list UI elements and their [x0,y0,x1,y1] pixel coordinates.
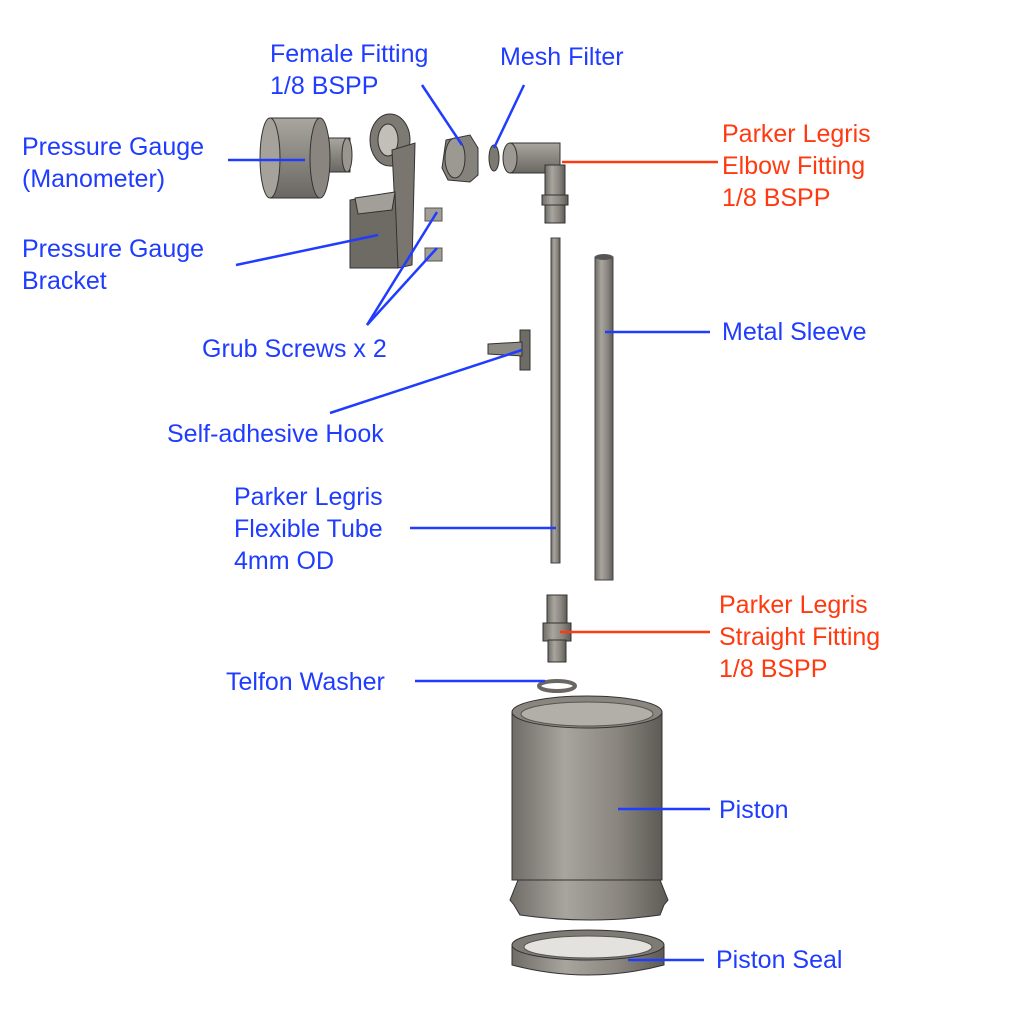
straight-fitting-part [542,594,572,663]
leader-lines [228,84,710,962]
label-pressure-gauge: Pressure Gauge (Manometer) [22,131,204,195]
label-line: Bracket [22,267,107,295]
label-line: Telfon Washer [226,668,385,696]
label-line: Parker Legris [719,591,868,619]
flexible-tube-part [550,237,561,564]
leader-hook [329,348,523,415]
label-line: Pressure Gauge [22,235,205,263]
label-straight-fitting: Parker Legris Straight Fitting 1/8 BSPP [719,589,880,685]
label-washer: Telfon Washer [226,666,385,698]
metal-sleeve-part [594,254,614,581]
washer-part [537,679,577,693]
label-line: Pressure Gauge [22,133,205,161]
label-line: 4mm OD [234,547,334,575]
label-line: (Manometer) [22,165,166,193]
label-line: Metal Sleeve [722,318,867,346]
label-grub-screws: Grub Screws x 2 [202,333,387,365]
label-line: Straight Fitting [719,623,881,651]
leader-mesh-filter [492,84,526,149]
leader-grub-1 [365,211,439,326]
piston-seal-part [511,929,665,976]
elbow-fitting-part [502,142,569,224]
gauge-bracket-part [349,113,416,269]
label-line: Grub Screws x 2 [202,335,387,363]
pressure-gauge-part [259,117,353,199]
label-line: Flexible Tube [234,515,383,543]
label-line: Female Fitting [270,40,429,68]
label-metal-sleeve: Metal Sleeve [722,316,867,348]
label-line: Piston Seal [716,946,843,974]
label-line: Parker Legris [234,483,383,511]
label-piston: Piston [719,794,788,826]
leader-grub-2 [366,247,438,326]
label-line: Piston [719,796,789,824]
leader-lines-red [560,160,718,634]
leader-female-fitting [420,84,464,146]
label-flexible-tube: Parker Legris Flexible Tube 4mm OD [234,481,383,577]
label-elbow-fitting: Parker Legris Elbow Fitting 1/8 BSPP [722,118,871,214]
label-line: 1/8 BSPP [722,184,831,212]
label-line: Mesh Filter [500,43,624,71]
mesh-filter-part [488,144,500,172]
label-line: Elbow Fitting [722,152,866,180]
label-line: 1/8 BSPP [270,72,379,100]
leader-bracket [235,233,379,267]
label-mesh-filter: Mesh Filter [500,41,624,73]
label-gauge-bracket: Pressure Gauge Bracket [22,233,204,297]
label-hook: Self-adhesive Hook [167,418,384,450]
label-female-fitting: Female Fitting 1/8 BSPP [270,38,428,102]
piston-part [509,695,669,921]
label-line: Self-adhesive Hook [167,420,384,448]
hook-part [487,329,531,371]
label-piston-seal: Piston Seal [716,944,842,976]
label-line: 1/8 BSPP [719,655,828,683]
label-line: Parker Legris [722,120,871,148]
female-fitting-part [441,134,479,183]
